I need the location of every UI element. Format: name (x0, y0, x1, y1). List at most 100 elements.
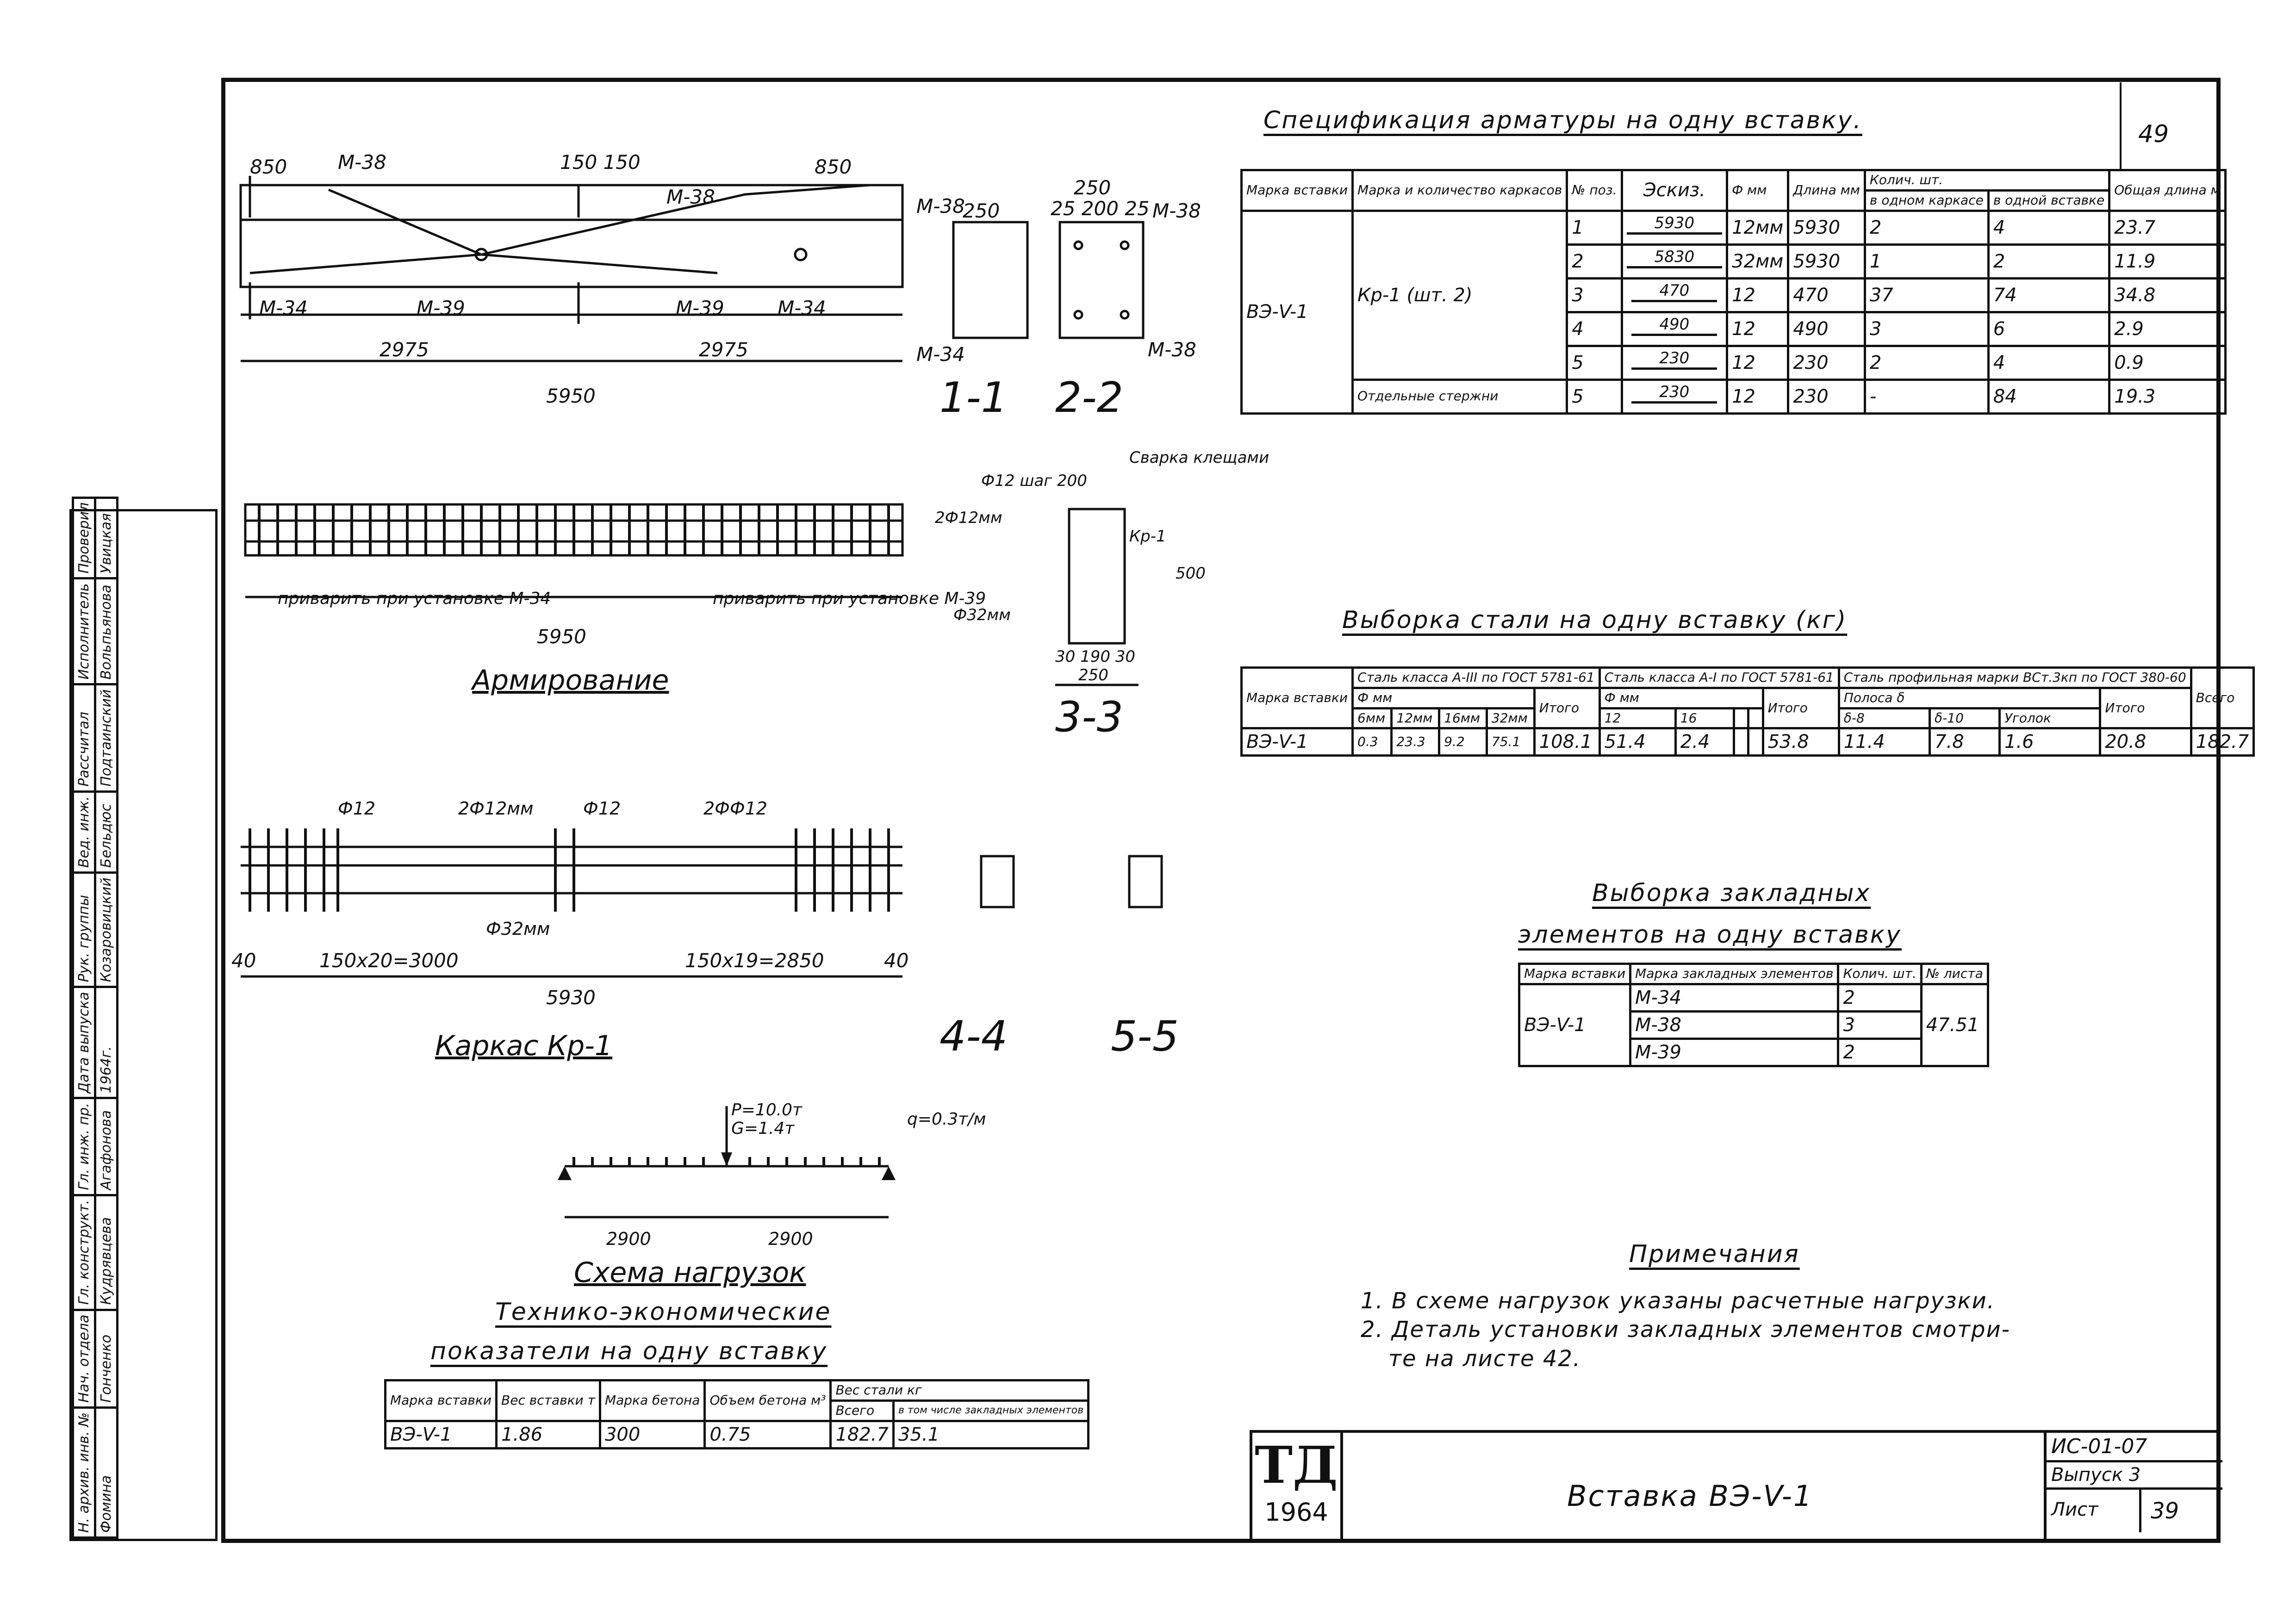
spec-cell: 12мм (1726, 209, 1790, 246)
spec-cell: 2 (1863, 344, 1990, 381)
steel-cell: ВЭ-V-1 (1240, 727, 1354, 757)
spec-cell: 230 (1787, 344, 1866, 381)
emb-cell: М-38 (1629, 1010, 1840, 1040)
section-2-2 (1058, 221, 1145, 339)
spec-cell: 12 (1726, 277, 1790, 313)
spec-cell: 12 (1726, 311, 1790, 347)
s33-label: Кр-1 (1129, 527, 1166, 546)
section-label: 5-5 (1111, 1012, 1179, 1061)
tep-h: Вес стали кг (829, 1379, 1090, 1402)
steel-cell: 11.4 (1837, 727, 1931, 757)
steel-sub: 16 (1674, 707, 1735, 730)
steel-h-prof-sub: Полоса δ (1837, 686, 2102, 709)
role: Исполнитель (73, 578, 95, 684)
table-row: ВЭ-V-1 0.3 23.3 9.2 75.1 108.1 51.4 2.4 … (1240, 727, 2255, 757)
spec-cell: 2 (1987, 243, 2111, 280)
steel-cell: 23.3 (1390, 727, 1441, 757)
tep-cell: 300 (598, 1419, 706, 1449)
name: Агафонова (95, 1098, 118, 1195)
steel-h-itogo: Итого (1533, 686, 1601, 730)
name: Подтаинский (95, 684, 118, 792)
spec-cell: 23.7 (2108, 209, 2227, 246)
elevation-beam (239, 184, 904, 288)
steel-cell: 75.1 (1485, 727, 1536, 757)
elev-dim: М-34 (778, 297, 826, 319)
spec-cell: 5 (1566, 344, 1623, 381)
spec-cell: 470 (1787, 277, 1866, 313)
load-label: q=0.3т/м (907, 1110, 986, 1129)
tep-h: в том числе закладных элементов (892, 1399, 1090, 1422)
note-line: 2. Деталь установки закладных элементов … (1361, 1317, 2010, 1343)
spec-table: Марка вставки Марка и количество каркасо… (1240, 169, 2227, 415)
steel-cell: 7.8 (1929, 727, 2001, 757)
tep-cell: ВЭ-V-1 (384, 1419, 498, 1449)
frame-label: Ф32мм (486, 919, 550, 939)
note-line: те на листе 42. (1388, 1345, 1581, 1372)
spec-cell: 84 (1987, 378, 2111, 415)
spec-h-mark: Марка вставки (1240, 169, 1354, 212)
elev-dim: 850 (250, 155, 287, 178)
steel-h-a3: Сталь класса А-III по ГОСТ 5781-61 (1351, 666, 1601, 689)
steel-cell: 1.6 (1998, 727, 2102, 757)
table-row: 4 490 12 490 3 6 2.9 (1242, 311, 2227, 347)
tep-cell: 35.1 (892, 1419, 1090, 1449)
tep-h: Вес вставки т (495, 1379, 601, 1422)
frame-title: Каркас Кр-1 (435, 1030, 612, 1062)
s33-label: Сварка клещами (1129, 448, 1269, 467)
tep-title-1: Технико-экономические (495, 1298, 832, 1326)
stamp-sheet-label: Лист (2047, 1490, 2141, 1532)
spec-title: Спецификация арматуры на одну вставку. (1263, 106, 1862, 134)
spec-h-total: Общая длина м (2108, 169, 2227, 212)
logo-mark: ТД (1255, 1435, 1338, 1495)
spec-h-pos: № поз. (1566, 169, 1623, 212)
steel-sub: 32мм (1485, 707, 1536, 730)
spec-cell: 32мм (1726, 243, 1790, 280)
name: Вольпьянова (95, 578, 118, 684)
sheet-corner-number: 49 (2138, 120, 2169, 148)
role: Рассчитал (73, 684, 95, 792)
spec-sketch: 490 (1631, 315, 1717, 336)
load-title: Схема нагрузок (574, 1256, 806, 1289)
notes-body: 1. В схеме нагрузок указаны расчетные на… (1361, 1287, 2010, 1373)
name: 1964г. (95, 987, 118, 1098)
load-label: 2900 (768, 1229, 813, 1249)
section-3-3 (1068, 508, 1126, 645)
table-row: 3 470 12 470 37 74 34.8 (1242, 277, 2227, 313)
name: Фомина (95, 1407, 118, 1538)
section-5-5 (1128, 855, 1163, 908)
spec-cell: 19.3 (2108, 378, 2227, 415)
spec-cell: 3 (1863, 311, 1990, 347)
steel-sub: 12 (1598, 707, 1677, 730)
spec-h-phi: Ф мм (1726, 169, 1790, 212)
title-block: Н. архив. инв. № Нач. отдела Гл. констру… (69, 497, 218, 1541)
sec-dim: 250 (963, 199, 1000, 222)
spec-cell: 34.8 (2108, 277, 2227, 313)
table-row: 5 230 12 230 2 4 0.9 (1242, 344, 2227, 381)
embedded-title-2: элементов на одну вставку (1518, 921, 1902, 949)
spec-cell: 12 (1726, 378, 1790, 415)
tep-h: Марка бетона (598, 1379, 706, 1422)
tep-h: Марка вставки (384, 1379, 498, 1422)
elev-dim: 5950 (546, 385, 596, 407)
emb-h-mark: Марка вставки (1518, 963, 1632, 985)
spec-cell: 0.9 (2108, 344, 2227, 381)
logo: ТД 1964 (1252, 1433, 1343, 1539)
spec-cell: - (1863, 378, 1990, 415)
section-4-4 (980, 855, 1015, 908)
steel-cell: 2.4 (1674, 727, 1735, 757)
stamp-title: Вставка ВЭ-V-1 (1567, 1479, 1813, 1513)
stamp-code: ИС-01-07 (2047, 1433, 2222, 1462)
steel-cell: 20.8 (2099, 727, 2192, 757)
spec-cell: 230 (1787, 378, 1866, 415)
tep-h: Объем бетона м³ (703, 1379, 832, 1422)
sec-dim: М-38 (916, 195, 965, 218)
elev-dim: М-38 (666, 186, 715, 208)
elev-dim: М-38 (338, 151, 386, 174)
frame-dim: 5930 (546, 986, 596, 1009)
table-row: ВЭ-V-1 М-34 2 47.51 (1518, 983, 1989, 1067)
s33-label: Ф12 шаг 200 (981, 472, 1087, 490)
elev-dim: 850 (815, 155, 852, 178)
tep-cell: 1.86 (495, 1419, 601, 1449)
spec-h-length: Длина мм (1787, 169, 1866, 212)
tep-cell: 182.7 (829, 1419, 895, 1449)
